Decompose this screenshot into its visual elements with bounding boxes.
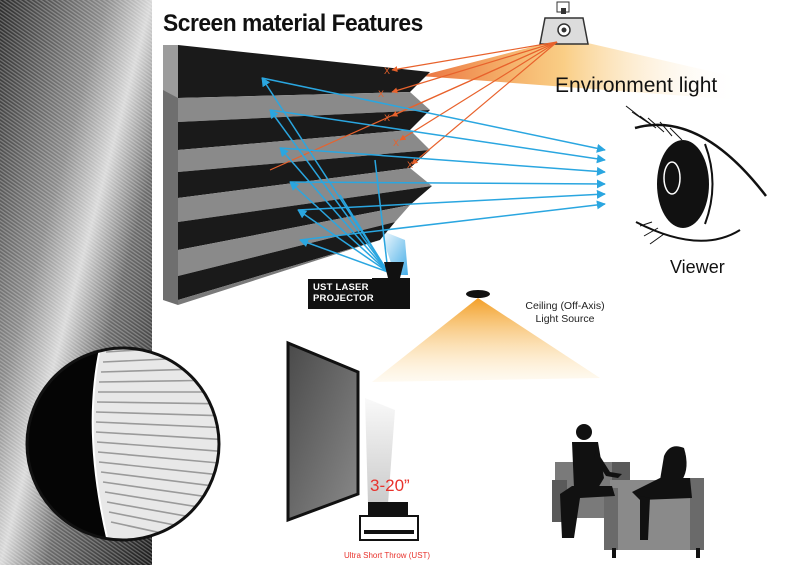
environment-light-cone xyxy=(420,38,740,100)
ust-projector-icon xyxy=(359,502,419,541)
people-on-sofa-icon xyxy=(552,424,704,558)
page-title: Screen material Features xyxy=(163,10,423,37)
ceiling-label-line2: Light Source xyxy=(535,313,595,325)
ceiling-light-cone xyxy=(372,298,600,382)
ust-laser-projector-badge: UST LASER PROJECTOR xyxy=(308,279,410,309)
screen-sawtooth-profile xyxy=(163,45,432,305)
svg-text:X: X xyxy=(384,113,390,123)
ceiling-light-source-label: Ceiling (Off-Axis) Light Source xyxy=(510,300,620,326)
absorbed-ray-markers: X X X X X xyxy=(378,66,413,170)
environment-light-label: Environment light xyxy=(555,74,718,97)
ultra-short-throw-label: Ultra Short Throw (UST) xyxy=(344,551,431,560)
svg-text:X: X xyxy=(378,89,384,99)
projector-label-line2: PROJECTOR xyxy=(313,293,374,304)
throw-distance-label: 3-20” xyxy=(370,476,410,495)
viewer-label: Viewer xyxy=(670,257,725,277)
svg-text:X: X xyxy=(407,160,413,170)
fabric-texture-panel xyxy=(0,0,152,565)
eye-icon xyxy=(625,105,767,245)
ust-projector-beam xyxy=(365,398,395,504)
projector-icon xyxy=(539,1,589,45)
ambient-light-rays xyxy=(269,41,558,171)
projector-label-line1: UST LASER xyxy=(313,282,369,293)
wall-screen xyxy=(286,340,360,523)
svg-text:X: X xyxy=(384,66,390,76)
ceiling-label-line1: Ceiling (Off-Axis) xyxy=(525,300,605,312)
ceiling-lamp-icon xyxy=(466,290,490,298)
svg-text:X: X xyxy=(393,138,399,148)
reflection-rays xyxy=(261,77,606,273)
magnified-surface-circle xyxy=(25,346,221,542)
